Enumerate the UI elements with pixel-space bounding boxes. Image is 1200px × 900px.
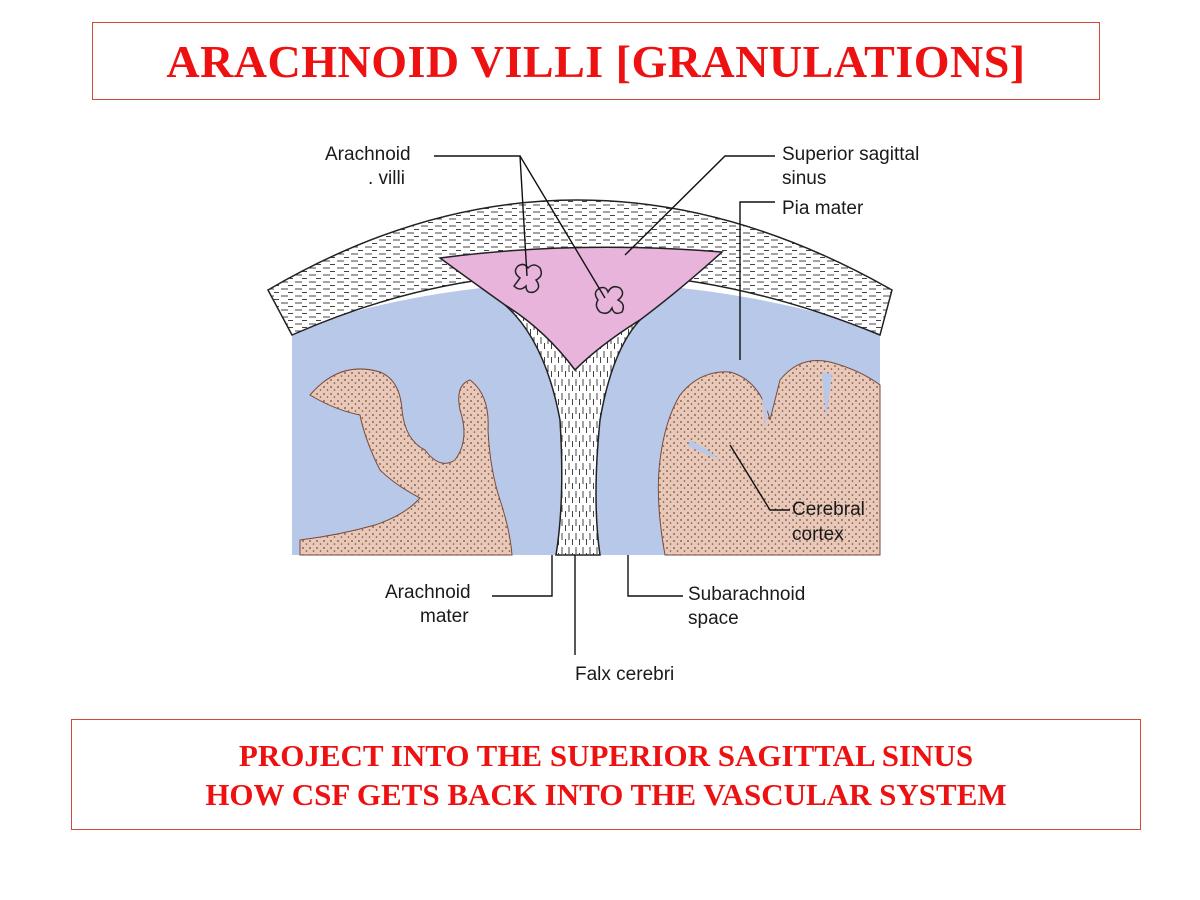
label-arachnoid-villi-line1: Arachnoid (325, 144, 411, 165)
label-superior-sagittal-line2: sinus (782, 168, 826, 189)
label-pia-mater: Pia mater (782, 198, 864, 219)
title-box: ARACHNOID VILLI [GRANULATIONS] (92, 22, 1100, 100)
caption-box: PROJECT INTO THE SUPERIOR SAGITTAL SINUS… (71, 719, 1141, 830)
falx-cerebri-shape (504, 304, 641, 556)
label-superior-sagittal-line1: Superior sagittal (782, 144, 919, 165)
label-subarachnoid-line1: Subarachnoid (688, 584, 805, 605)
slide-title: ARACHNOID VILLI [GRANULATIONS] (166, 35, 1026, 87)
sulcus-right-2 (822, 372, 832, 420)
arachnoid-villus-right (594, 285, 625, 315)
arachnoid-villus-left (513, 263, 543, 294)
label-falx-cerebri: Falx cerebri (575, 664, 674, 685)
label-arachnoid-mater-line2: mater (420, 606, 469, 627)
leader-pia-mater (739, 201, 775, 360)
label-arachnoid-mater-line1: Arachnoid (385, 582, 471, 603)
leader-subarachnoid-space (627, 555, 683, 597)
cerebral-cortex-left (299, 368, 513, 556)
leader-superior-sagittal-sinus (624, 155, 775, 256)
cerebral-cortex-right (657, 360, 881, 556)
label-subarachnoid-line2: space (688, 608, 739, 629)
caption-line-1: PROJECT INTO THE SUPERIOR SAGITTAL SINUS (238, 737, 974, 773)
leader-cerebral-cortex (729, 444, 790, 511)
caption-line-2: HOW CSF GETS BACK INTO THE VASCULAR SYST… (205, 776, 1007, 812)
leader-lines (434, 155, 790, 655)
label-cerebral-cortex-line1: Cerebral (792, 499, 865, 520)
label-cerebral-cortex-line2: cortex (792, 524, 844, 545)
label-arachnoid-villi-line2: . villi (368, 168, 405, 189)
sulcus-right-1 (760, 372, 772, 430)
sulcus-right-3 (688, 440, 720, 460)
leader-arachnoid-mater (492, 555, 553, 597)
